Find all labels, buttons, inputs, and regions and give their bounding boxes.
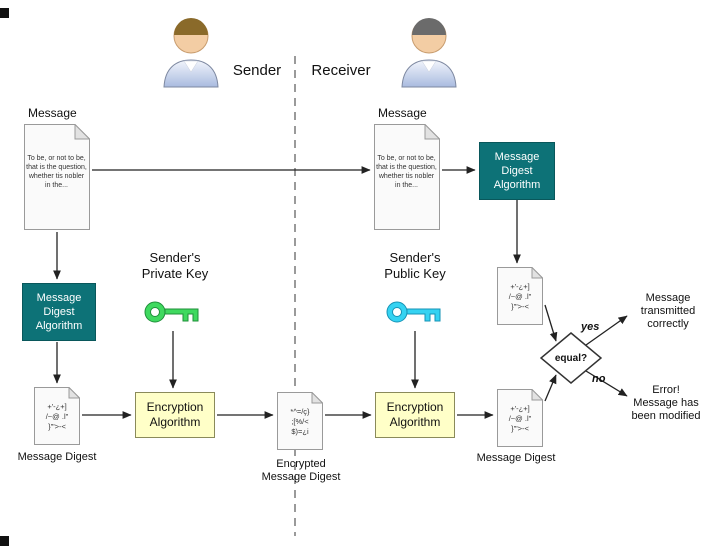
- sender-person-icon: [163, 18, 219, 88]
- key-label-line: Public Key: [384, 266, 446, 281]
- decrypted-digest-symbols: +'-¿+] /~@ .l" }'">-<: [498, 404, 542, 434]
- equal-decision: equal?: [540, 332, 602, 384]
- no-label: no: [592, 373, 606, 385]
- document-icon: [497, 267, 543, 325]
- decrypted-digest-document: +'-¿+] /~@ .l" }'">-<: [497, 389, 543, 447]
- receiver-message-title: Message: [378, 106, 427, 120]
- receiver-person-icon: [401, 18, 457, 88]
- digest-line: +'-¿+]: [510, 404, 530, 413]
- digest-line: +'-¿+]: [47, 402, 67, 411]
- private-key: [144, 298, 200, 328]
- computed-digest-document: +'-¿+] /~@ .l" }'">-<: [497, 267, 543, 325]
- encrypted-digest-document: *^=/ç} ;[%/< $)=¿i: [277, 392, 323, 450]
- key-label-line: Private Key: [141, 266, 209, 281]
- sender-avatar: [160, 8, 222, 88]
- digest-line: }'">-<: [511, 302, 529, 311]
- document-icon: [277, 392, 323, 450]
- digest-line: ;[%/<: [291, 417, 309, 426]
- label-line: Encrypted: [276, 458, 326, 470]
- public-key-label: Sender's Public Key: [375, 250, 455, 282]
- sender-receiver-divider: [294, 56, 296, 536]
- encrypted-digest-label: Encrypted Message Digest: [255, 458, 347, 484]
- receiver-message-body: To be, or not to be, that is the questio…: [376, 155, 437, 189]
- sender-encryption-box: Encryption Algorithm: [135, 392, 215, 438]
- digest-line: $)=¿i: [291, 427, 309, 436]
- sender-digest-label: Message Digest: [17, 451, 97, 463]
- sender-digest-symbols: +'-¿+] /~@ .l" }'">-<: [35, 402, 79, 432]
- diamond-icon: [540, 332, 602, 384]
- encrypted-digest-symbols: *^=/ç} ;[%/< $)=¿i: [278, 407, 322, 437]
- digest-line: +'-¿+]: [510, 282, 530, 291]
- digest-line: /~@ .l": [508, 292, 532, 301]
- key-label-line: Sender's: [389, 250, 441, 265]
- sender-message-document: To be, or not to be, that is the questio…: [24, 124, 90, 230]
- sender-label: Sender: [232, 62, 282, 79]
- document-icon: [24, 124, 90, 230]
- receiver-digest-algorithm-box: Message Digest Algorithm: [479, 142, 555, 200]
- sender-digest-algorithm-box: Message Digest Algorithm: [22, 283, 96, 341]
- sender-digest-document: +'-¿+] /~@ .l" }'">-<: [34, 387, 80, 445]
- corner-mark-top-left: [0, 8, 9, 18]
- document-icon: [34, 387, 80, 445]
- outcome-line: Message: [645, 292, 691, 304]
- receiver-encryption-box: Encryption Algorithm: [375, 392, 455, 438]
- sender-message-title: Message: [28, 106, 77, 120]
- digest-line: }'">-<: [511, 424, 529, 433]
- sender-message-body: To be, or not to be, that is the questio…: [26, 155, 87, 189]
- public-key: [386, 298, 442, 328]
- public-key-icon: [386, 301, 441, 323]
- outcome-line: been modified: [631, 410, 701, 422]
- outcome-line: Message has: [633, 397, 699, 409]
- digest-line: /~@ .l": [45, 412, 69, 421]
- no-outcome: Error! Message has been modified: [622, 384, 710, 423]
- key-label-line: Sender's: [149, 250, 201, 265]
- outcome-line: correctly: [647, 318, 689, 330]
- equal-label: equal?: [554, 352, 588, 364]
- digest-line: /~@ .l": [508, 414, 532, 423]
- receiver-label: Receiver: [311, 62, 371, 79]
- receiver-message-document: To be, or not to be, that is the questio…: [374, 124, 440, 230]
- yes-outcome: Message transmitted correctly: [626, 292, 710, 331]
- digest-line: }'">-<: [48, 422, 66, 431]
- receiver-digest-label: Message Digest: [476, 452, 556, 464]
- document-icon: [374, 124, 440, 230]
- document-icon: [497, 389, 543, 447]
- receiver-avatar: [398, 8, 460, 88]
- digest-line: *^=/ç}: [290, 407, 310, 416]
- private-key-icon: [144, 301, 199, 323]
- label-line: Message Digest: [261, 471, 341, 483]
- corner-mark-bottom-left: [0, 536, 9, 546]
- computed-digest-symbols: +'-¿+] /~@ .l" }'">-<: [498, 282, 542, 312]
- outcome-line: transmitted: [640, 305, 696, 317]
- outcome-line: Error!: [652, 384, 680, 396]
- private-key-label: Sender's Private Key: [135, 250, 215, 282]
- yes-label: yes: [581, 321, 600, 333]
